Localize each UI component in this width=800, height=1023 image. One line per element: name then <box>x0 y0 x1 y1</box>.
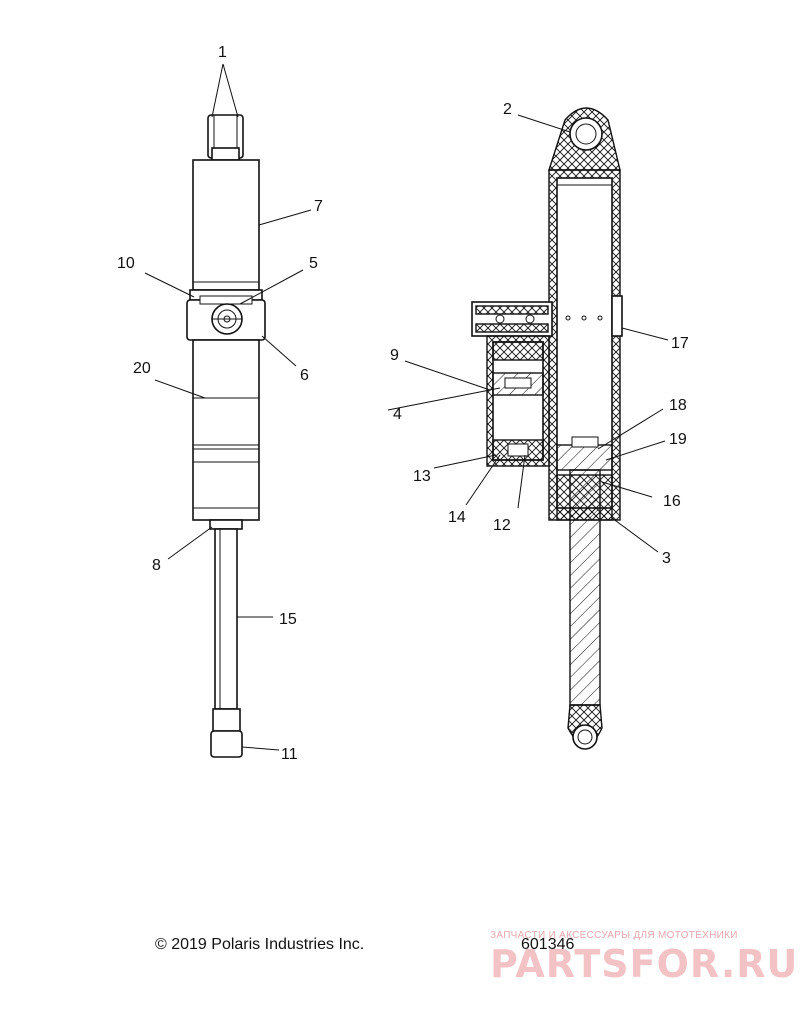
callout-15: 15 <box>279 611 297 628</box>
shaft-rod <box>214 528 238 710</box>
callout-11: 11 <box>281 746 298 763</box>
callout-1: 1 <box>218 44 227 61</box>
callout-7: 7 <box>314 198 323 215</box>
copyright-notice: © 2019 Polaris Industries Inc. <box>155 936 365 953</box>
callout-5: 5 <box>309 255 318 272</box>
callout-4: 4 <box>393 406 402 423</box>
callout-numbers: 1 2 3 4 5 6 7 8 9 10 11 12 13 14 15 16 1… <box>117 44 689 763</box>
reservoir-body <box>192 159 260 291</box>
callout-14: 14 <box>448 509 466 526</box>
callout-17: 17 <box>671 335 689 352</box>
watermark-logo: PARTSFOR.RU <box>490 942 799 986</box>
callout-20: 20 <box>133 360 151 377</box>
figure-number: 601346 <box>521 936 575 953</box>
watermark-tagline: ЗАПЧАСТИ И АКСЕССУАРЫ ДЛЯ МОТОТЕХНИКИ <box>490 930 738 941</box>
callout-13: 13 <box>413 468 431 485</box>
callout-3: 3 <box>662 550 671 567</box>
shock-exterior-view <box>186 114 266 758</box>
section-shaft-rod <box>569 469 601 706</box>
bottom-eyelet <box>210 730 243 758</box>
shock-section-view <box>471 107 623 750</box>
callout-19: 19 <box>669 431 687 448</box>
main-piston <box>556 444 613 471</box>
callout-8: 8 <box>152 557 161 574</box>
callout-6: 6 <box>300 367 309 384</box>
rod-seal <box>209 519 243 530</box>
leader-lines <box>144 63 669 751</box>
callout-12: 12 <box>493 517 511 534</box>
callout-9: 9 <box>390 347 399 364</box>
main-body <box>192 339 260 521</box>
callout-16: 16 <box>663 493 681 510</box>
callout-2: 2 <box>503 101 512 118</box>
callout-18: 18 <box>669 397 687 414</box>
callout-10: 10 <box>117 255 135 272</box>
